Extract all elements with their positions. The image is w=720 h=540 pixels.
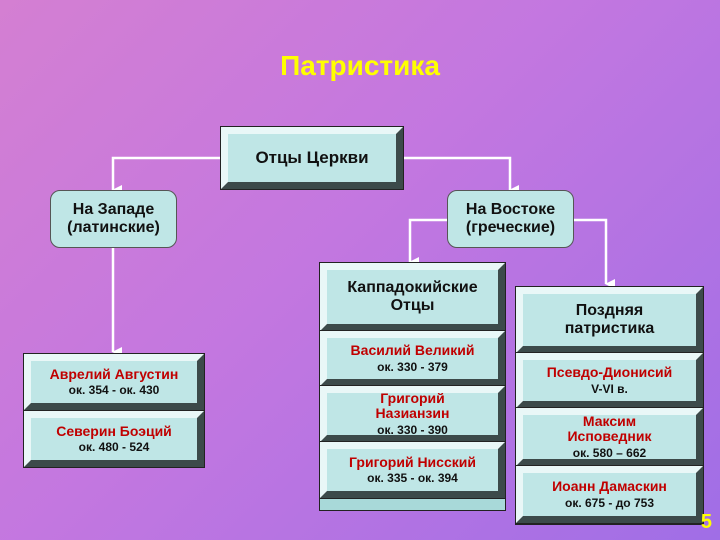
father-years: ок. 580 – 662 bbox=[572, 445, 647, 460]
west-box: На Западе (латинские) bbox=[50, 190, 177, 248]
father-years: ок. 354 - ок. 430 bbox=[68, 383, 160, 398]
west-father-card: Аврелий Августин ок. 354 - ок. 430 bbox=[23, 353, 205, 411]
father-years: ок. 330 - 390 bbox=[377, 422, 448, 437]
east-label: На Востоке (греческие) bbox=[465, 200, 556, 236]
root-label: Отцы Церкви bbox=[255, 147, 369, 167]
father-years: ок. 335 - ок. 394 bbox=[367, 471, 458, 486]
late-header: Поздняя патристика bbox=[515, 286, 704, 354]
west-father-card: Северин Боэций ок. 480 - 524 bbox=[23, 410, 205, 468]
father-name: Аврелий Августин bbox=[49, 365, 179, 382]
cappadocian-header: Каппадокийские Отцы bbox=[319, 262, 506, 332]
connector-root-west bbox=[111, 156, 222, 195]
father-years: V-VI в. bbox=[591, 381, 628, 396]
connector-east-late bbox=[574, 218, 615, 289]
father-years: ок. 675 - до 753 bbox=[565, 495, 654, 510]
connector-root-east bbox=[402, 156, 519, 195]
father-name: Григорий Нисский bbox=[349, 453, 476, 470]
father-name: Максим Исповедник bbox=[567, 413, 652, 445]
late-father-card: Иоанн Дамаскин ок. 675 - до 753 bbox=[515, 465, 704, 524]
late-father-card: Максим Исповедник ок. 580 – 662 bbox=[515, 407, 704, 467]
father-name: Иоанн Дамаскин bbox=[552, 478, 667, 495]
father-years: ок. 330 - 379 bbox=[377, 359, 448, 374]
late-label: Поздняя патристика bbox=[564, 302, 655, 337]
cappadocian-father-card: Василий Великий ок. 330 - 379 bbox=[319, 330, 506, 387]
page-number: 5 bbox=[700, 511, 712, 533]
father-name: Псевдо-Дионисий bbox=[546, 364, 673, 381]
father-name: Григорий Назианзин bbox=[375, 390, 450, 422]
cappadocian-label: Каппадокийские Отцы bbox=[347, 279, 478, 314]
father-name: Василий Великий bbox=[350, 342, 475, 359]
cappadocian-father-card: Григорий Нисский ок. 335 - ок. 394 bbox=[319, 441, 506, 499]
root-box: Отцы Церкви bbox=[220, 126, 404, 190]
page-title: Патристика bbox=[280, 50, 440, 81]
father-name: Северин Боэций bbox=[56, 422, 172, 439]
cappadocian-father-card: Григорий Назианзин ок. 330 - 390 bbox=[319, 385, 506, 443]
east-box: На Востоке (греческие) bbox=[447, 190, 574, 248]
west-label: На Западе (латинские) bbox=[67, 200, 160, 236]
late-father-card: Псевдо-Дионисий V-VI в. bbox=[515, 352, 704, 409]
father-years: ок. 480 - 524 bbox=[78, 440, 150, 455]
connector-east-cappadocian bbox=[408, 218, 447, 267]
